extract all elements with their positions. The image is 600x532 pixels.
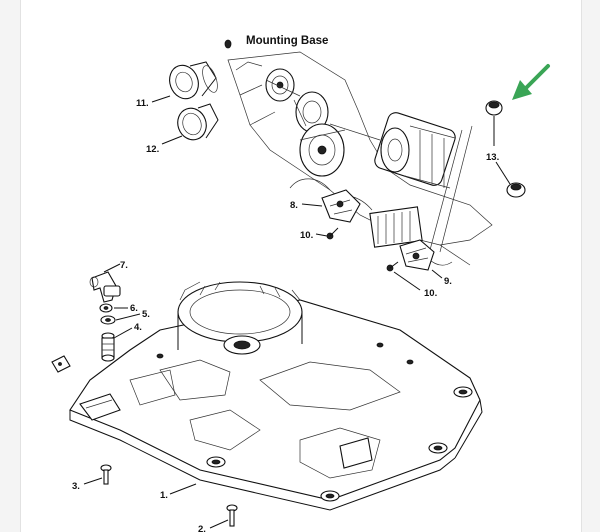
part-6-washer <box>99 303 113 313</box>
leader-10a <box>315 233 328 237</box>
leader-11 <box>151 95 171 103</box>
callout-5: 5. <box>142 309 150 320</box>
part-10-screw-lower <box>386 261 399 272</box>
part-9-sensor <box>399 239 435 271</box>
callout-9: 9. <box>444 276 452 287</box>
leader-9 <box>431 269 443 279</box>
callout-12: 12. <box>146 144 159 155</box>
part-13-plug <box>485 100 526 198</box>
part-2-bolt <box>226 504 238 527</box>
callout-10b: 10. <box>424 288 437 299</box>
part-8-sensor <box>321 189 361 223</box>
green-arrow-icon <box>512 64 550 100</box>
leader-4 <box>113 327 133 339</box>
part-10-screw-upper <box>326 227 339 240</box>
part-1-mounting-base <box>69 281 483 511</box>
leader-7 <box>103 263 121 273</box>
callout-6: 6. <box>130 303 138 314</box>
leader-3 <box>83 477 103 485</box>
small-tag <box>51 355 71 373</box>
callout-11: 11. <box>136 98 149 109</box>
callout-3: 3. <box>72 481 80 492</box>
callout-7: 7. <box>120 260 128 271</box>
leader-10b <box>393 271 421 291</box>
part-11-grommet <box>169 39 232 100</box>
leader-13b <box>495 161 511 185</box>
leader-2 <box>209 519 229 529</box>
callout-8: 8. <box>290 200 298 211</box>
diagram-title: Mounting Base <box>246 35 328 47</box>
callout-10a: 10. <box>300 230 313 241</box>
part-12-grommet <box>177 103 219 141</box>
part-3-screw <box>100 464 112 485</box>
part-7-elbow-fitting <box>89 271 121 303</box>
callout-1: 1. <box>160 490 168 501</box>
leader-5 <box>115 313 141 321</box>
leader-8 <box>301 203 323 207</box>
part-5-nut <box>100 315 116 325</box>
part-4-standoff <box>101 332 115 362</box>
callout-2: 2. <box>198 524 206 532</box>
leader-1 <box>169 483 197 495</box>
callout-13: 13. <box>486 152 499 163</box>
upper-motor-assembly <box>227 51 493 266</box>
callout-4: 4. <box>134 322 142 333</box>
leader-12 <box>161 135 183 145</box>
